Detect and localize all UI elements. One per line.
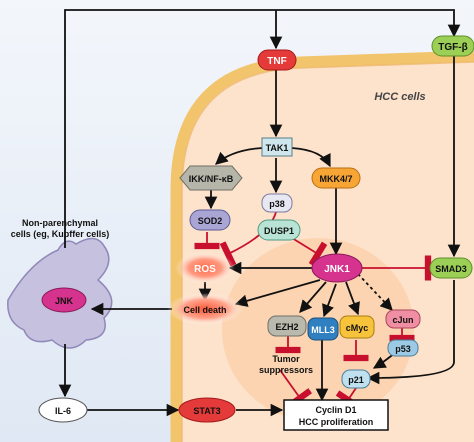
mkk-node — [311, 167, 361, 189]
dusp1-label: DUSP1 — [264, 226, 294, 236]
cyclin-label-line1: Cyclin D1 — [315, 405, 356, 415]
p53-node — [387, 339, 419, 357]
tnf-node — [257, 49, 297, 71]
cjun-label: cJun — [392, 315, 413, 325]
p38-node — [261, 193, 293, 213]
stat3-node — [178, 397, 236, 423]
tgfb-label: TGF-β — [438, 42, 467, 53]
stat3-label: STAT3 — [193, 406, 220, 416]
cyclin-box — [283, 399, 389, 431]
mll3-node — [307, 317, 339, 341]
edge-jnk1-ezh2 — [299, 281, 327, 313]
edge-jnk1-death — [234, 279, 321, 307]
ikk-label: IKK/NF-κB — [189, 174, 234, 184]
edge-tak1-ikk — [215, 147, 263, 165]
ros-node — [175, 252, 235, 284]
jnk1-node — [311, 253, 363, 283]
edge-smad3-p21 — [366, 280, 455, 385]
smad3-label: SMAD3 — [435, 264, 467, 274]
il6-label: IL-6 — [55, 406, 71, 416]
ezh2-label: EZH2 — [275, 322, 298, 332]
edge-jnk1-cmyc — [345, 281, 360, 316]
dusp1-node — [257, 219, 301, 241]
tak1-node — [261, 137, 293, 157]
il6-node — [38, 397, 88, 423]
cmyc-node — [339, 315, 375, 339]
mll3-label: MLL3 — [311, 325, 335, 335]
tumor-suppressors-line1: Tumor — [272, 354, 300, 364]
mkk-label: MKK4/7 — [319, 174, 352, 184]
inhibit-tumor-cyclin — [279, 369, 313, 408]
edge-jnk1-mll3 — [322, 283, 337, 318]
smad3-node — [429, 257, 473, 279]
sod2-label: SOD2 — [198, 216, 223, 226]
cmyc-label: cMyc — [346, 323, 369, 333]
tumor-suppressors-line2: suppressors — [259, 365, 313, 375]
non-parenchymal-label-line1: Non-parenchymal — [22, 218, 98, 228]
activation-arrows — [58, 9, 461, 417]
edge-jnk1-cjun — [357, 273, 393, 311]
ros-label: ROS — [194, 264, 216, 275]
cell-death-label: Cell death — [183, 305, 226, 315]
edge-kupffer-loop — [64, 9, 461, 248]
jnk1-label: JNK1 — [324, 264, 350, 275]
inhibit-dusp1-jnk1 — [291, 237, 328, 267]
cyclin-label-line2: HCC proliferation — [299, 417, 374, 427]
tak1-label: TAK1 — [266, 143, 289, 153]
ikk-node — [179, 165, 243, 191]
edge-tak1-mkk — [291, 147, 331, 168]
cjun-node — [385, 309, 421, 329]
non-parenchymal-label-line2: cells (eg, Kupffer cells) — [11, 229, 110, 239]
jnk-label: JNK — [55, 296, 74, 306]
jnk-node — [41, 287, 87, 313]
p21-label: p21 — [348, 375, 364, 385]
sod2-node — [189, 209, 231, 231]
cell-death-node — [167, 293, 243, 325]
tgfb-node — [431, 35, 474, 57]
p21-node — [341, 369, 371, 389]
p38-label: p38 — [269, 199, 285, 209]
p53-label: p53 — [395, 344, 411, 354]
inhibit-p21-cyclin — [335, 387, 361, 410]
hcc-cells-label: HCC cells — [374, 91, 425, 103]
tnf-label: TNF — [267, 56, 286, 67]
ezh2-node — [267, 315, 307, 337]
